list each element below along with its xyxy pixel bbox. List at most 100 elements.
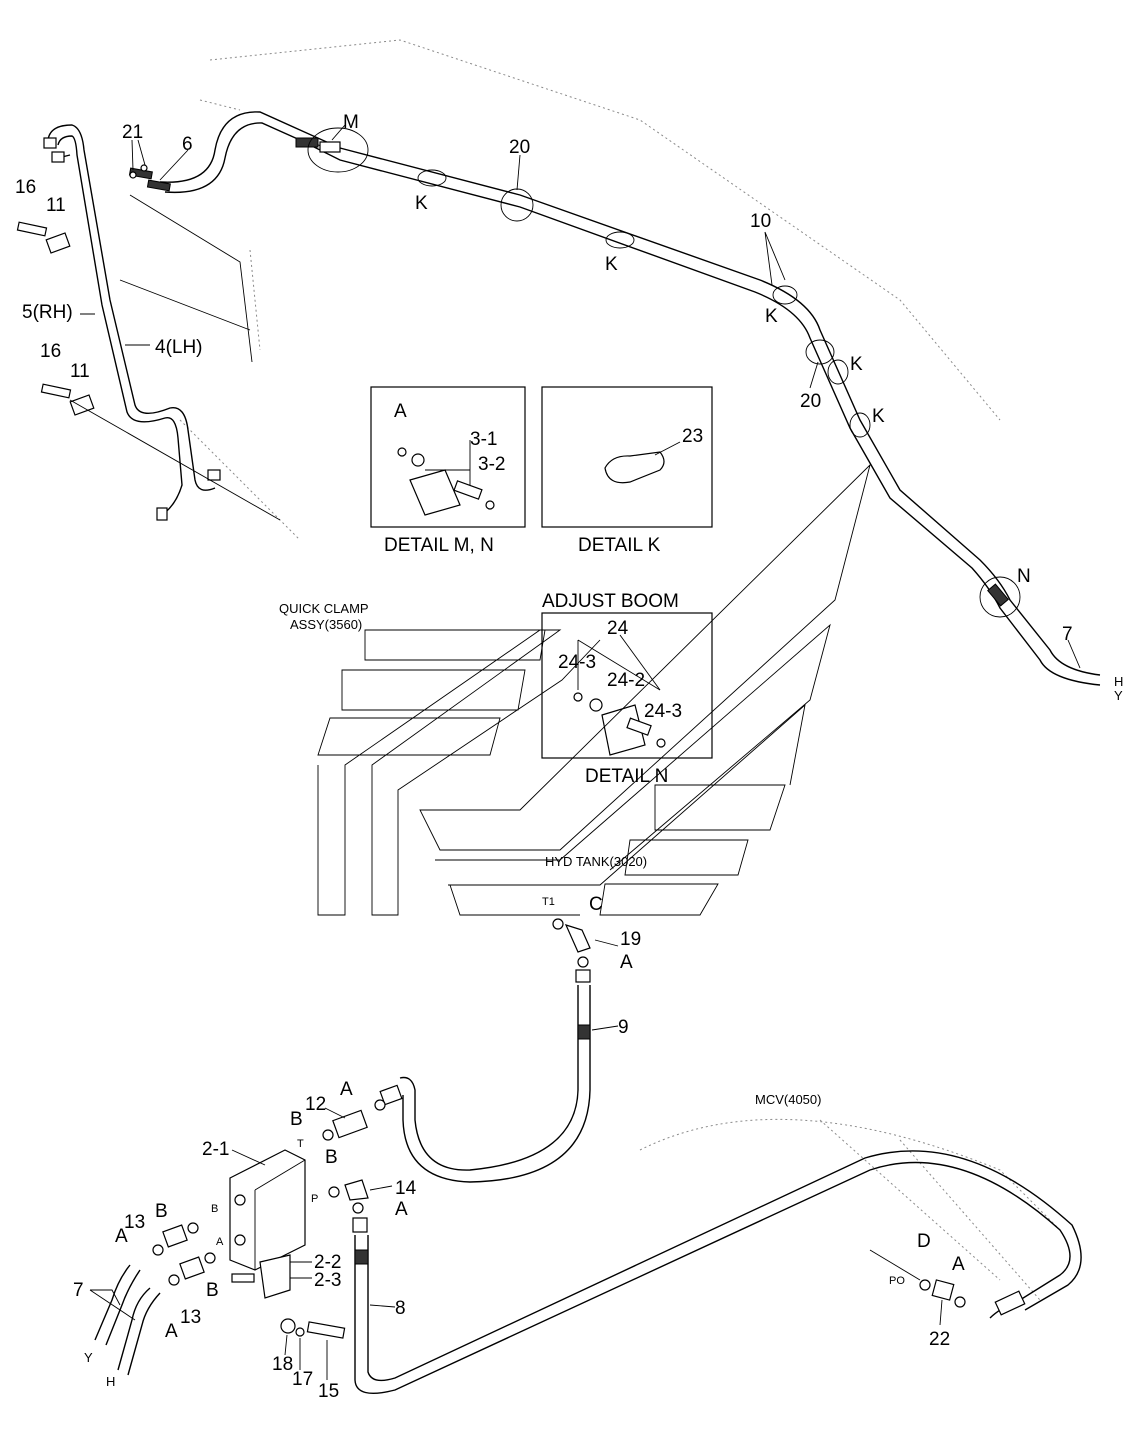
label-8: 8 [395,1298,406,1319]
label-port-a: A [216,1236,224,1248]
hydraulic-tank-outline [317,463,871,916]
lh-lower-fitting [207,469,221,481]
label-t1: T1 [542,896,555,908]
hose-9-nut [575,969,591,983]
detail-mn-nut [411,453,425,467]
label-7-upper: 7 [1062,624,1073,645]
bolt-16-lower [40,383,72,399]
valve-port-a [234,1234,246,1246]
oring-d [919,1279,931,1291]
detail-k-box [541,386,713,528]
elbow-14 [344,1179,369,1201]
hose-8-nut [352,1217,368,1233]
label-17: 17 [292,1369,313,1390]
quick-clamp-valve-block [94,1109,369,1376]
label-c: C [589,894,603,915]
label-b-12: B [290,1109,303,1130]
clamp-k-4 [827,359,849,385]
oring-a-12 [374,1099,386,1111]
label-h-upper: H [1114,674,1123,689]
label-11-lower: 11 [70,361,90,382]
detail-n-caption: DETAIL N [585,766,668,787]
label-7-lower: 7 [73,1280,84,1301]
fitting-n [987,583,1009,607]
oring-t1 [552,918,564,930]
rh-pipe-end-fitting [51,151,65,163]
label-12: 12 [305,1094,326,1115]
oring-b-13b [204,1252,216,1264]
washer-18 [280,1318,296,1334]
lh-pipe-end-fitting [43,137,57,149]
fitting-12 [332,1109,368,1139]
detail-m-n-box [370,386,526,528]
detail-mn-oring-a [397,447,407,457]
detail-mn-label-3-2: 3-2 [478,454,505,475]
bolts-and-clamps [16,164,281,521]
bolt-15 [306,1321,346,1339]
oring-b-12 [322,1129,334,1141]
oring-21-b [140,164,148,172]
clamp-k-1 [417,169,447,187]
label-y-upper: Y [1114,688,1123,703]
label-2-3: 2-3 [314,1270,341,1291]
label-quick-clamp-2: ASSY(3560) [290,617,362,632]
detail-n-label-24-3-left: 24-3 [558,652,596,673]
label-k-4: K [850,354,863,375]
fitting-13a [162,1224,188,1248]
detail-n-label-24-3-right: 24-3 [644,701,682,722]
detail-n-fitting [626,717,652,736]
oring-b-14 [328,1186,340,1198]
label-h-lower: H [106,1374,115,1389]
detail-mn-caption: DETAIL M, N [384,535,494,556]
label-21: 21 [122,122,143,143]
label-2-2: 2-2 [314,1252,341,1273]
detail-n-bracket [601,704,646,756]
fitting-m-left [295,137,319,148]
label-port-b: B [211,1203,218,1215]
oring-a-13b [168,1274,180,1286]
label-14: 14 [395,1178,417,1199]
label-a-13-upper: A [115,1226,128,1247]
hose-9-mark [577,1024,591,1040]
detail-n-label-24: 24 [607,618,629,639]
oring-a-22 [954,1296,966,1308]
label-n: N [1017,566,1031,587]
label-a-22: A [952,1254,965,1275]
label-15: 15 [318,1381,339,1402]
label-b-14: B [325,1147,338,1168]
label-18: 18 [272,1354,293,1375]
detail-mn-label-a: A [394,401,407,422]
label-20-lower: 20 [800,391,821,412]
boom-main-pipes [128,111,1101,686]
detail-mn-fitting [453,480,483,500]
label-16-lower: 16 [40,341,61,362]
label-a-12: A [340,1079,353,1100]
label-5-rh: 5(RH) [22,302,73,323]
oring-21-a [129,171,137,179]
hose-9-end [379,1084,403,1106]
label-k-1: K [415,193,428,214]
valve-port-b [234,1194,246,1206]
washer-17 [295,1327,305,1337]
boom-pipes-lh-rh [43,124,221,521]
label-k-2: K [605,254,618,275]
detail-n-oring-b [656,738,666,748]
oring-b-13a [187,1222,199,1234]
hose-8-mark [354,1249,369,1265]
label-port-p: P [311,1193,318,1205]
label-hyd-tank: HYD TANK(3020) [545,854,647,869]
label-k-3: K [765,306,778,327]
detail-n-title: ADJUST BOOM [542,591,679,612]
label-po: PO [889,1275,905,1287]
label-16-upper: 16 [15,177,36,198]
label-22: 22 [929,1329,950,1350]
clamp-k-5 [849,412,871,438]
rh-lower-fitting [156,507,168,521]
detail-n-label-24-2: 24-2 [607,670,645,691]
detail-mn-label-3-1: 3-1 [470,429,497,450]
oring-a-14 [352,1202,364,1214]
fitting-6b [146,179,171,192]
label-a-14: A [395,1199,408,1220]
fitting-m-right [319,141,341,153]
label-b-13-upper: B [155,1201,168,1222]
